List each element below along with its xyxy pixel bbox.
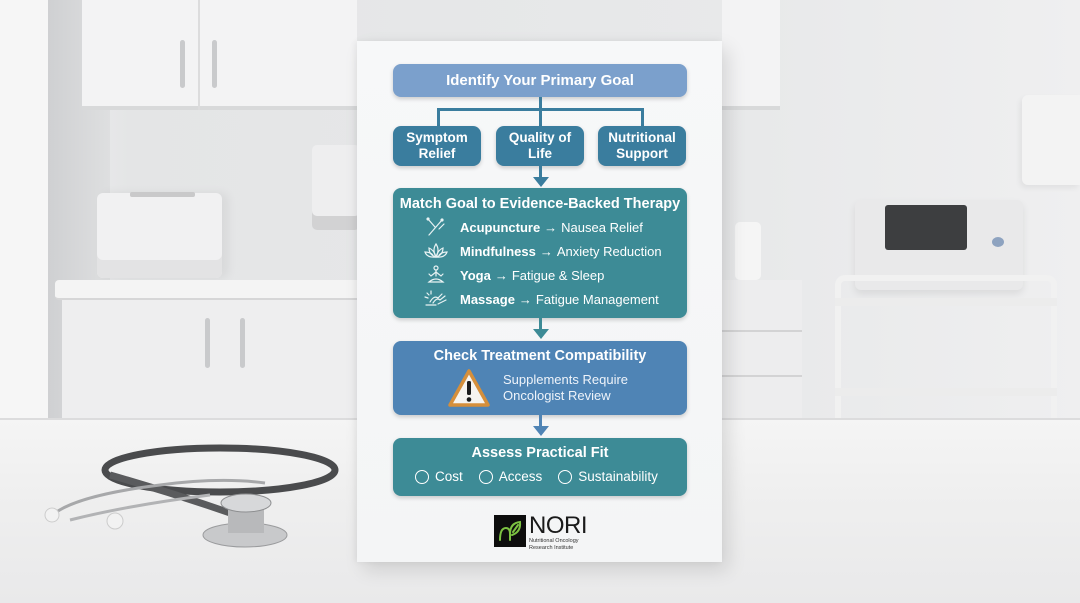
printer [97, 193, 222, 278]
cabinet-handle [205, 318, 210, 368]
arrow-down-icon [533, 426, 549, 436]
step-check-compatibility: Check Treatment Compatibility Supplement… [393, 341, 687, 415]
step1-title: Identify Your Primary Goal [446, 72, 634, 89]
option-label: Cost [435, 469, 463, 484]
note-line: Oncologist Review [503, 388, 611, 403]
arrow-down-icon [533, 177, 549, 187]
wall-pillar [0, 0, 48, 425]
step3-title: Check Treatment Compatibility [433, 348, 647, 364]
arrow-right-icon: → [494, 267, 508, 283]
massage-hands-icon [423, 289, 449, 309]
therapy-row-acupuncture: Acupuncture → Nausea Relief [423, 217, 643, 237]
arrow-right-icon: → [544, 219, 558, 235]
option-label: Life [527, 146, 552, 161]
wall-mounted-box [1022, 95, 1080, 185]
radio-circle-icon[interactable] [415, 469, 429, 484]
fit-options: Cost Access Sustainability [415, 469, 658, 484]
lotus-icon [423, 241, 449, 261]
therapy-name: Massage [460, 291, 515, 307]
warning-triangle-icon [448, 369, 490, 407]
logo-subtitle: Nutritional Oncology [529, 538, 579, 544]
step-identify-goal: Identify Your Primary Goal [393, 64, 687, 97]
logo-text: NORI Nutritional Oncology Research Insti… [529, 512, 588, 552]
wall-dispenser [312, 145, 360, 230]
connector-line [437, 108, 440, 126]
connector-line [539, 318, 542, 330]
connector-line [539, 166, 542, 178]
back-counter [55, 280, 375, 300]
monitor-knob [992, 237, 1004, 247]
arrow-right-icon: → [518, 291, 532, 307]
therapy-name: Yoga [460, 267, 491, 283]
radio-circle-icon[interactable] [558, 469, 573, 484]
therapy-row-yoga: Yoga → Fatigue & Sleep [423, 265, 604, 285]
therapy-benefit: Nausea Relief [561, 219, 643, 235]
option-sustainability[interactable]: Sustainability [558, 469, 658, 484]
yoga-pose-icon [423, 265, 449, 285]
option-label: Access [498, 469, 543, 484]
logo-name: NORI [529, 512, 588, 539]
connector-line [539, 415, 542, 427]
therapy-row-mindfulness: Mindfulness → Anxiety Reduction [423, 241, 662, 261]
option-label: Quality of [508, 130, 572, 145]
flowchart-card: Identify Your Primary Goal Symptom Relie… [357, 41, 722, 562]
cabinet-seam [198, 0, 200, 110]
printer-slot [130, 192, 195, 197]
goal-option-quality-of-life[interactable]: Quality of Life [496, 126, 584, 166]
logo-subtitle: Research Institute [529, 545, 574, 551]
medical-cart [835, 275, 1057, 420]
stethoscope-icon [44, 444, 339, 548]
arrow-right-icon: → [539, 243, 553, 259]
step4-title: Assess Practical Fit [471, 445, 609, 461]
therapy-row-massage: Massage → Fatigue Management [423, 289, 659, 309]
step-match-therapy: Match Goal to Evidence-Backed Therapy Ac… [393, 188, 687, 318]
option-label: Symptom [406, 130, 468, 145]
nori-logo: NORI Nutritional Oncology Research Insti… [494, 512, 588, 552]
compatibility-note: Supplements Require Oncologist Review [503, 372, 628, 404]
cart-shelf [835, 388, 1057, 396]
option-access[interactable]: Access [478, 469, 543, 484]
connector-line [539, 97, 542, 126]
drawer-unit [722, 280, 802, 420]
drawer-divider [722, 375, 802, 377]
therapy-benefit: Fatigue Management [535, 291, 659, 307]
step-assess-fit: Assess Practical Fit Cost Access Sustain… [393, 438, 687, 496]
therapy-name: Mindfulness [460, 243, 536, 259]
upper-cabinet-right [722, 0, 780, 110]
arrow-down-icon [533, 329, 549, 339]
option-label: Support [616, 146, 668, 161]
option-label: Nutritional [608, 130, 676, 145]
option-label: Sustainability [578, 469, 658, 484]
therapy-benefit: Fatigue & Sleep [511, 267, 605, 283]
radio-circle-icon[interactable] [478, 469, 493, 484]
leaf-logo-icon [494, 515, 526, 547]
option-label: Relief [418, 146, 456, 161]
acupuncture-needles-icon [423, 217, 449, 237]
connector-line [641, 108, 644, 126]
note-line: Supplements Require [503, 372, 629, 387]
bottles [735, 222, 761, 280]
goal-option-symptom-relief[interactable]: Symptom Relief [393, 126, 481, 166]
therapy-benefit: Anxiety Reduction [556, 243, 662, 259]
drawer-divider [722, 330, 802, 332]
upper-cabinet-left [82, 0, 357, 110]
therapy-name: Acupuncture [460, 219, 541, 235]
step2-title: Match Goal to Evidence-Backed Therapy [399, 196, 681, 212]
option-cost[interactable]: Cost [415, 469, 463, 484]
monitor-screen [885, 205, 967, 250]
cabinet-handle [180, 40, 185, 88]
goal-option-nutritional-support[interactable]: Nutritional Support [598, 126, 686, 166]
cart-shelf [835, 298, 1057, 306]
connector-branch [437, 108, 643, 111]
cabinet-handle [212, 40, 217, 88]
cabinet-handle [240, 318, 245, 368]
